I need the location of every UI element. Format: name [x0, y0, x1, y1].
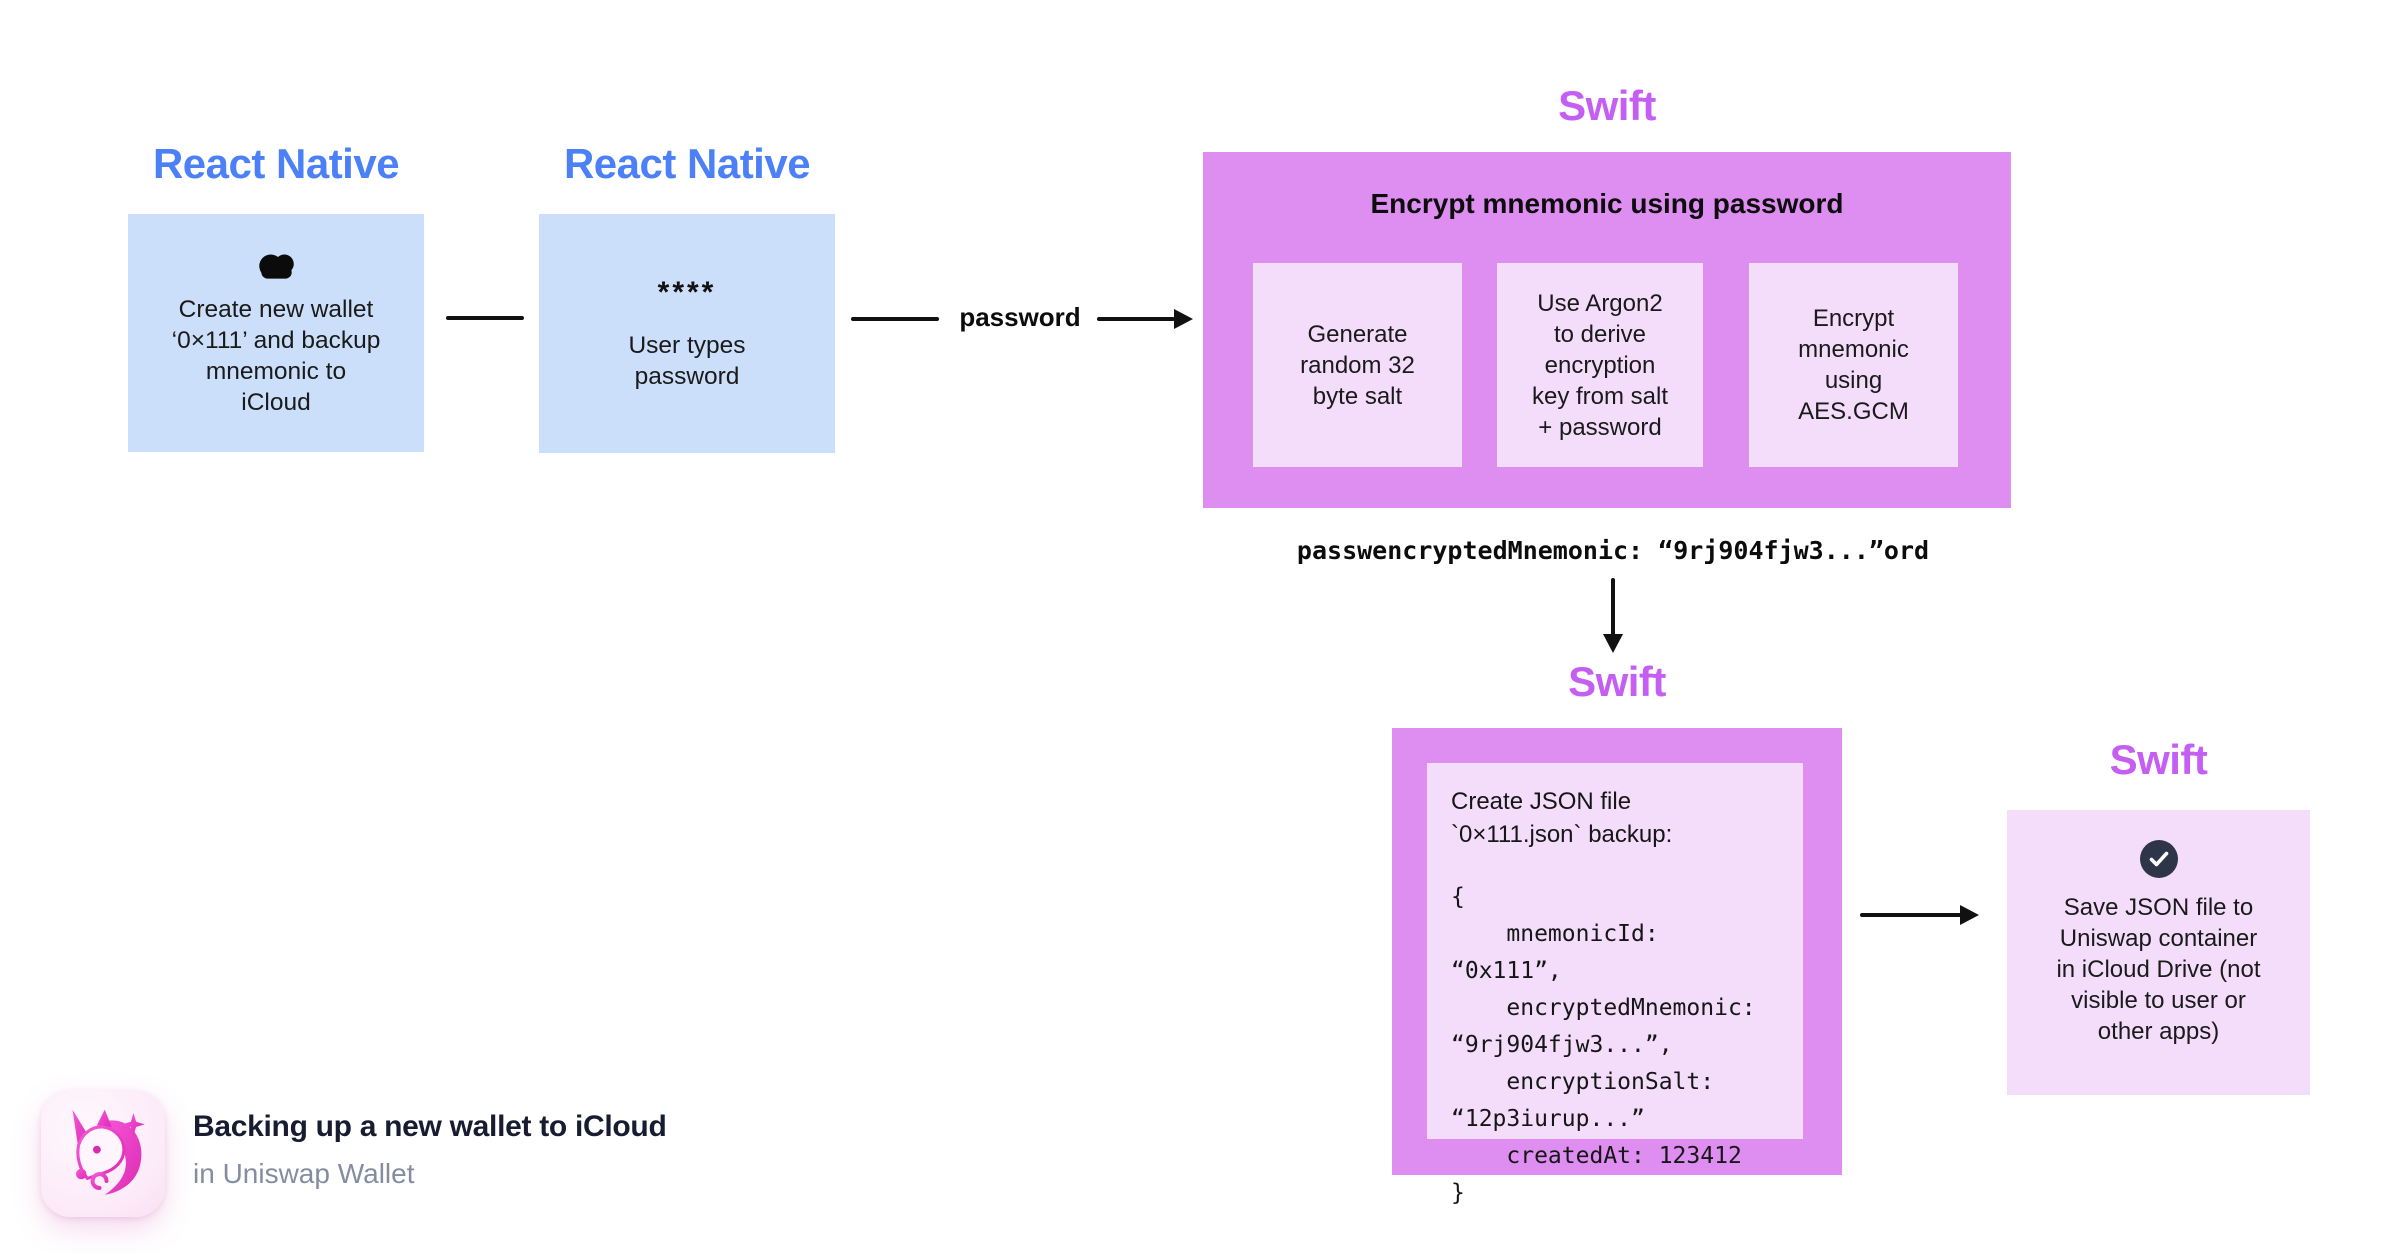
heading-swift-save: Swift — [2109, 736, 2208, 783]
password-arrow-label: password — [959, 302, 1081, 332]
heading-react-native-1: React Native — [152, 140, 400, 187]
heading-react-native-2: React Native — [563, 140, 811, 187]
masked-password-text: **** — [657, 275, 717, 309]
save-box: Save JSON file to Uniswap container in i… — [2007, 810, 2310, 1095]
encrypted-mnemonic-label: passwencryptedMnemonic: “9rj904fjw3...”o… — [1296, 536, 1930, 565]
encrypt-step-aes: Encrypt mnemonic using AES.GCM — [1749, 263, 1958, 467]
json-backup-box: Create JSON file `0×111.json` backup: { … — [1392, 728, 1842, 1206]
encrypt-step-aes-text: Encrypt mnemonic using AES.GCM — [1798, 305, 1909, 425]
type-password-box: **** User types password — [539, 214, 835, 453]
down-arrowhead-icon — [1603, 634, 1623, 653]
json-backup-code: { mnemonicId: “0x111”, encryptedMnemonic… — [1451, 884, 1756, 1206]
footer-title: Backing up a new wallet to iCloud — [193, 1110, 667, 1143]
password-arrowhead-icon — [1174, 309, 1193, 329]
encrypt-step-argon2-text: Use Argon2 to derive encryption key from… — [1531, 289, 1669, 441]
uniswap-unicorn-logo — [41, 1090, 165, 1217]
encrypt-step-salt: Generate random 32 byte salt — [1253, 263, 1462, 467]
create-wallet-box: Create new wallet ‘0×111’ and backup mne… — [128, 214, 424, 452]
down-arrow-line — [1611, 578, 1615, 636]
heading-swift-encrypt: Swift — [1558, 82, 1656, 129]
encrypt-step-salt-text: Generate random 32 byte salt — [1300, 320, 1415, 410]
footer-subtitle: in Uniswap Wallet — [193, 1158, 415, 1189]
encrypt-step-argon2: Use Argon2 to derive encryption key from… — [1497, 263, 1703, 467]
password-arrow-line-end — [1097, 317, 1175, 321]
json-backup-intro: Create JSON file `0×111.json` backup: — [1451, 788, 1673, 848]
heading-swift-json: Swift — [1568, 658, 1666, 705]
save-arrow-line — [1860, 913, 1962, 917]
create-wallet-text: Create new wallet ‘0×111’ and backup mne… — [171, 296, 381, 416]
save-arrowhead-icon — [1960, 905, 1979, 925]
check-icon — [2139, 840, 2178, 878]
cloud-icon — [253, 248, 299, 282]
encrypt-box: Encrypt mnemonic using password Generate… — [1203, 152, 2011, 508]
encrypt-box-title: Encrypt mnemonic using password — [1370, 188, 1844, 219]
json-backup-inner: Create JSON file `0×111.json` backup: { … — [1427, 763, 1803, 1206]
password-arrow-line-start — [851, 317, 939, 321]
type-password-text: User types password — [628, 331, 746, 390]
connector-line-1 — [446, 316, 524, 320]
save-box-text: Save JSON file to Uniswap container in i… — [2056, 894, 2261, 1045]
